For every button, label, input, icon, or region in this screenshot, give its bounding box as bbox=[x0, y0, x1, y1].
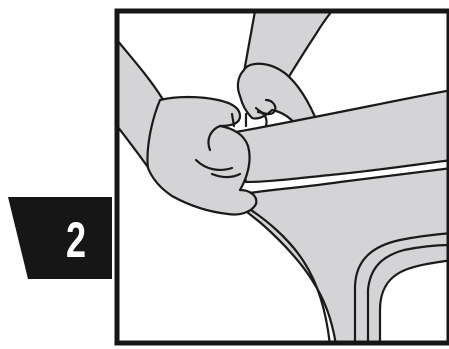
garment-seam bbox=[236, 200, 331, 343]
garment-seam bbox=[366, 243, 449, 343]
top-hand bbox=[236, 62, 320, 132]
step-badge-shape bbox=[8, 197, 112, 279]
left-hand-knuckle bbox=[210, 172, 242, 179]
left-hand-finger bbox=[207, 124, 222, 152]
garment-seam bbox=[353, 232, 449, 343]
left-hand bbox=[146, 95, 258, 216]
hands-stretching-garment-icon bbox=[117, 11, 449, 343]
panel-frame bbox=[114, 8, 449, 346]
left-hand-finger bbox=[230, 112, 236, 128]
step-number: 2 bbox=[65, 212, 87, 268]
right-forearm bbox=[234, 89, 449, 184]
left-hand-finger bbox=[256, 110, 268, 128]
garment-fabric bbox=[228, 167, 449, 343]
left-hand-knuckle bbox=[194, 158, 234, 171]
